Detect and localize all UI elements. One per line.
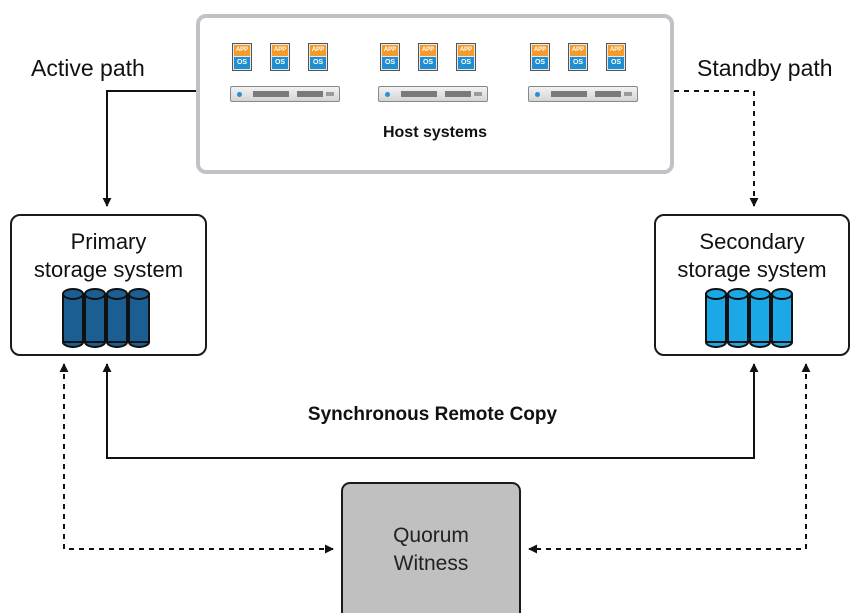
disk-cylinder [749,288,771,348]
quorum-primary-link [59,363,334,554]
os-label: OS [382,57,398,69]
active-path-label: Active path [31,55,145,81]
host-systems-label: Host systems [382,124,488,141]
sync-copy-label: Synchronous Remote Copy [307,404,558,425]
disk-cylinder [771,288,793,348]
secondary-title-line1: Secondary [699,229,805,254]
disk-cylinder [705,288,727,348]
app-label: APP [458,45,474,56]
app-label: APP [310,45,326,56]
os-label: OS [272,57,288,69]
disk-cylinder [127,288,150,348]
os-label: OS [420,57,436,69]
server-icon [378,86,488,102]
primary-title-line1: Primary [70,229,147,254]
standby-path-arrow [674,90,759,207]
app-label: APP [532,45,548,56]
disk-cylinder [105,288,128,348]
quorum-title-line2: Witness [393,552,469,575]
secondary-title-line2: storage system [677,257,827,282]
standby-path-label: Standby path [697,55,833,81]
disk-cylinder [61,288,84,348]
os-label: OS [532,57,548,69]
primary-title-line2: storage system [33,257,184,282]
app-label: APP [382,45,398,56]
os-label: OS [608,57,624,69]
app-label: APP [272,45,288,56]
server-icon [230,86,340,102]
secondary-disk-array-icon [705,288,793,348]
disk-cylinder [83,288,106,348]
disk-cylinder [727,288,749,348]
app-label: APP [420,45,436,56]
os-label: OS [458,57,474,69]
quorum-secondary-link [528,363,811,554]
os-label: OS [310,57,326,69]
os-label: OS [234,57,250,69]
app-label: APP [608,45,624,56]
app-label: APP [234,45,250,56]
primary-storage-box: Primary storage system [10,214,207,356]
server-icon [528,86,638,102]
app-label: APP [570,45,586,56]
quorum-title-line1: Quorum [393,524,469,547]
primary-disk-array-icon [61,288,150,348]
os-label: OS [570,57,586,69]
quorum-witness-box: Quorum Witness [341,482,521,613]
active-path-arrow [102,90,196,207]
secondary-storage-box: Secondary storage system [654,214,850,356]
